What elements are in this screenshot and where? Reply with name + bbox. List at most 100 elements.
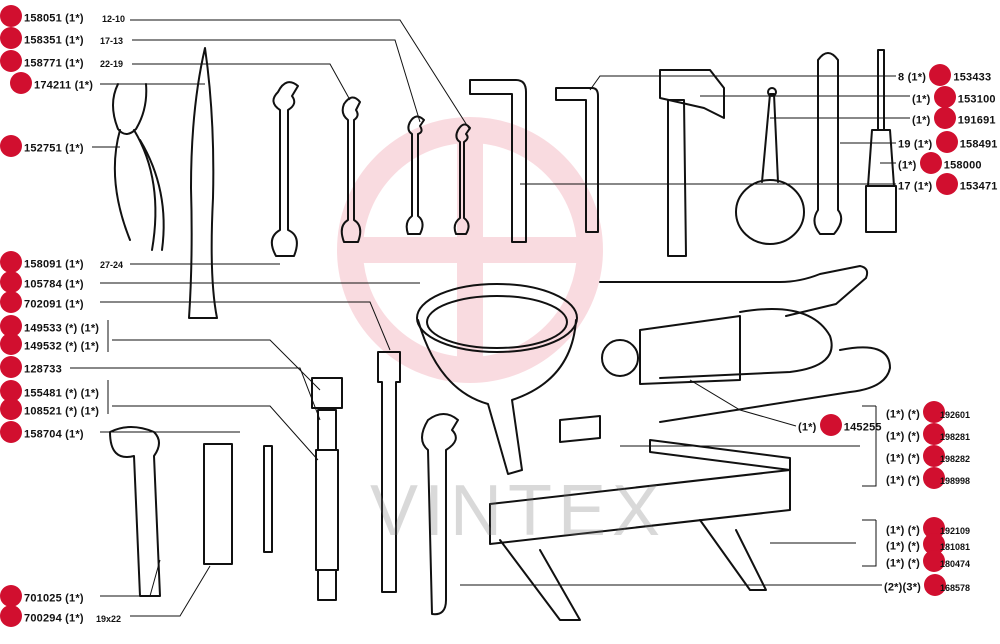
ref-dot (0, 605, 22, 627)
screwdriver-large-drawing (865, 49, 897, 233)
ref-dot (929, 64, 952, 86)
part-qty: (2*)(3*) (884, 581, 922, 594)
allen-key-small-drawing (555, 87, 599, 233)
label-192601: (1*) (*) (886, 401, 947, 423)
part-ref: 153100 (957, 93, 996, 106)
part-qty: (1*) (898, 159, 917, 172)
ref-192109: 192109 (940, 526, 971, 536)
size-17-13: 17-13 (100, 36, 124, 46)
part-qty: (1*) (65, 592, 84, 605)
funnel-drawing (416, 283, 578, 475)
part-ref: 702091 (24, 298, 62, 311)
part-qty: (1*) (*) (886, 557, 920, 570)
logo-watermark (337, 117, 603, 383)
ref-dot (933, 86, 956, 108)
label-158091: 158091 (1*) (0, 251, 84, 273)
label-702091: 702091 (1*) (0, 291, 84, 313)
ring-spanner-drawing (813, 52, 843, 235)
part-ref: 152751 (24, 142, 62, 155)
label-168578: (2*)(3*) (884, 574, 948, 596)
label-145255: (1*) 145255 (798, 414, 882, 436)
part-qty: (1*) (65, 57, 84, 70)
ref-dot (924, 574, 947, 596)
ref-dot (923, 533, 946, 555)
part-qty: (1*) (65, 278, 84, 291)
size-12-10: 12-10 (102, 14, 126, 24)
ref-dot (0, 251, 22, 273)
ref-dot (0, 271, 22, 293)
part-ref: 149533 (24, 322, 62, 335)
label-128733: 128733 (0, 356, 62, 378)
part-ref: 128733 (24, 363, 62, 376)
label-181081: (1*) (*) (886, 533, 947, 555)
part-qty: (*) (1*) (65, 405, 100, 418)
tommy-bar-drawing (263, 445, 273, 553)
label-158704: 158704 (1*) (0, 421, 84, 443)
box-spanner-drawing (109, 426, 161, 597)
label-198281: (1*) (*) (886, 423, 947, 445)
label-180474: (1*) (*) (886, 550, 947, 572)
ref-dot (0, 398, 22, 420)
part-ref: 153433 (953, 71, 992, 84)
label-198998: (1*) (*) (886, 467, 947, 489)
label-105784: 105784 (1*) (0, 271, 84, 293)
part-qty: (1*) (*) (886, 540, 920, 553)
ref-dot (0, 27, 22, 49)
part-ref: 158491 (959, 138, 998, 151)
ref-dot (0, 333, 22, 355)
ref-198281: 198281 (940, 432, 971, 442)
part-ref: 108521 (24, 405, 62, 418)
ref-dot (0, 135, 22, 157)
part-qty: (1*) (*) (886, 408, 920, 421)
pliers-drawing (112, 83, 165, 251)
small-lever-drawing (421, 413, 459, 616)
part-qty: 8 (1*) (898, 71, 927, 84)
ref-198998: 198998 (940, 476, 971, 486)
ref-dot (819, 414, 842, 436)
part-qty: (1*) (*) (886, 474, 920, 487)
label-174211: 174211 (1*) (10, 72, 93, 94)
spanner-17-13-drawing (405, 115, 425, 235)
part-qty: 17 (1*) (898, 180, 933, 193)
label-191691: (1*) 191691 (912, 107, 996, 129)
ref-dot (0, 50, 22, 72)
part-qty: (1*) (*) (886, 430, 920, 443)
part-ref: 700294 (24, 612, 62, 625)
allen-key-large-drawing (469, 79, 527, 243)
size-27-24: 27-24 (100, 260, 124, 270)
part-ref: 105784 (24, 278, 62, 291)
part-qty: (*) (1*) (65, 340, 100, 353)
size-19x22: 19x22 (96, 614, 122, 624)
part-ref: 191691 (957, 114, 996, 127)
ref-dot (0, 585, 22, 607)
label-158051: 158051 (1*) (0, 5, 84, 27)
part-ref: 145255 (843, 421, 882, 434)
part-ref: 158091 (24, 258, 62, 271)
label-158491: 19 (1*) 158491 (898, 131, 998, 153)
hammer-drawing (659, 69, 725, 257)
ref-181081: 181081 (940, 542, 971, 552)
part-qty: (1*) (912, 114, 931, 127)
part-ref: 155481 (24, 387, 62, 400)
spanner-12-10-drawing (453, 123, 471, 235)
ref-dot (933, 107, 956, 129)
part-ref: 158051 (24, 12, 62, 25)
ref-198282: 198282 (940, 454, 971, 464)
grease-gun-drawing (559, 265, 891, 443)
part-ref: 149532 (24, 340, 62, 353)
label-158351: 158351 (1*) (0, 27, 84, 49)
label-108521: 108521 (*) (1*) (0, 398, 100, 420)
part-qty: 19 (1*) (898, 138, 933, 151)
ref-dot (923, 550, 946, 572)
label-700294: 700294 (1*) (0, 605, 84, 627)
part-ref: 158000 (943, 159, 982, 172)
label-149532: 149532 (*) (1*) (0, 333, 100, 355)
ref-dot (923, 423, 946, 445)
part-qty: (*) (1*) (65, 322, 100, 335)
part-qty: (1*) (65, 258, 84, 271)
grease-tube-drawing (377, 351, 401, 593)
ref-dot (0, 421, 22, 443)
part-ref: 701025 (24, 592, 62, 605)
